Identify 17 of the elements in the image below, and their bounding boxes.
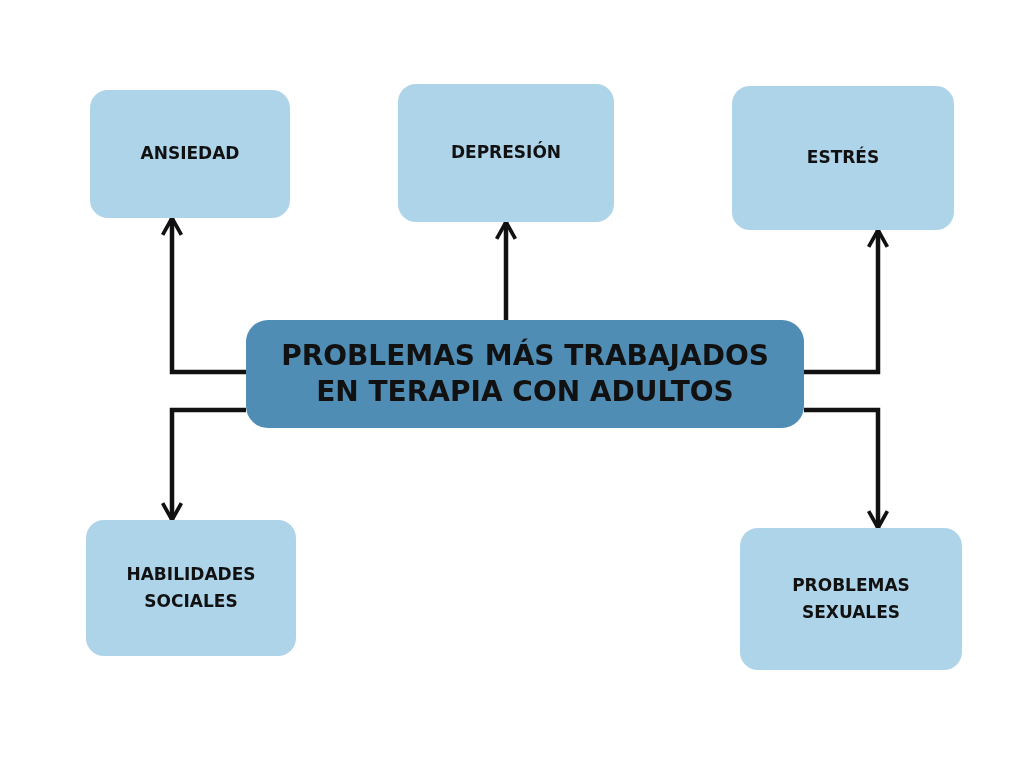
arrow (804, 407, 890, 530)
arrow (804, 228, 890, 375)
central-topic-text: PROBLEMAS MÁS TRABAJADOS EN TERAPIA CON ADULTOS (280, 337, 770, 410)
topic-box (740, 528, 962, 670)
topic-box (732, 86, 954, 230)
topic-label: PROBLEMAS SEXUALES (791, 573, 911, 624)
topic-box (90, 90, 290, 218)
topic-label: DEPRESIÓN (450, 140, 562, 165)
arrow (494, 220, 518, 320)
topic-label: HABILIDADES SOCIALES (125, 562, 257, 613)
topic-box (398, 84, 614, 222)
topic-label: ANSIEDAD (140, 142, 240, 166)
topic-box (86, 520, 296, 656)
arrow (160, 216, 246, 375)
central-topic-box (246, 320, 804, 428)
arrow (160, 407, 246, 522)
topic-label: ESTRÉS (806, 145, 880, 170)
